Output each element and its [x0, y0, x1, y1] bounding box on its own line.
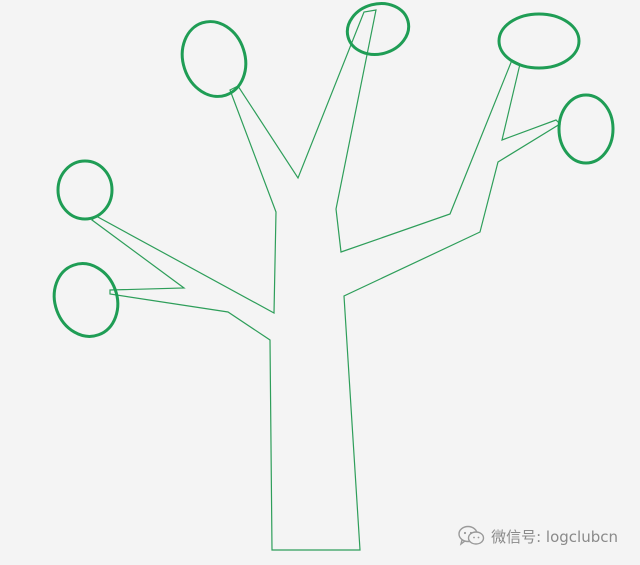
- watermark-text: 微信号: logclubcn: [491, 527, 618, 546]
- wechat-icon: [458, 525, 485, 546]
- leaf-top-left: [180, 20, 248, 98]
- leaf-top-center: [345, 2, 411, 56]
- leaf-left-upper: [56, 159, 114, 221]
- tree-outline: [91, 9, 561, 551]
- leaf-left-lower: [52, 262, 120, 338]
- leaf-right: [557, 93, 615, 165]
- leaf-top-right: [497, 12, 581, 70]
- watermark: 微信号: logclubcn: [457, 525, 618, 547]
